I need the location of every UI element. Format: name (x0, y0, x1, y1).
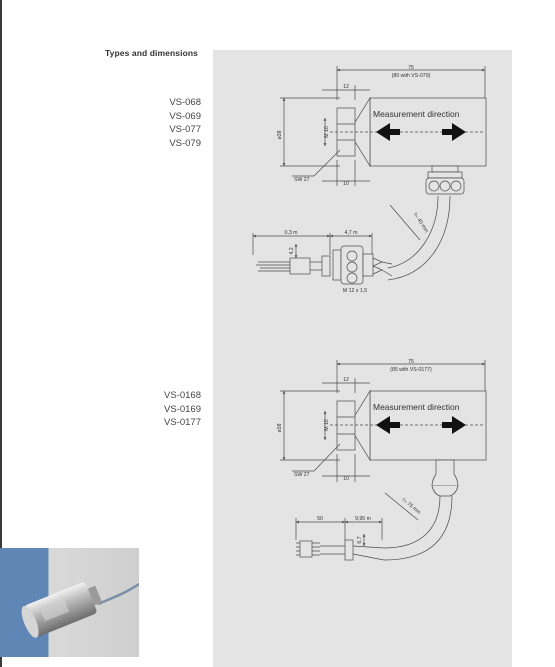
dim-nut: 10 (343, 476, 349, 482)
cable-length-left: 50 (317, 516, 323, 522)
measurement-direction-label: Measurement direction (373, 402, 460, 412)
model-label: VS-0168 (164, 390, 201, 401)
model-label: VS-0177 (164, 417, 201, 428)
measurement-direction-label: Measurement direction (373, 109, 460, 119)
model-label: VS-079 (169, 137, 201, 149)
dim-flange: 12 (343, 84, 349, 90)
connector-thread: M 12 x 1,5 (343, 288, 367, 294)
dim-thread: M 10 (324, 419, 330, 431)
wrench-size: SW 27 (294, 472, 310, 478)
measurement-arrows-bottom (376, 416, 466, 434)
model-list-bottom: VS-0168 VS-0169 VS-0177 (164, 389, 201, 430)
dim-overall-length-note: (80 with VS-079) (392, 73, 431, 79)
model-label: VS-069 (169, 110, 201, 122)
dim-diameter: ø38 (277, 423, 283, 432)
drawing-top (252, 66, 487, 285)
bend-radius: rₘ 75 mm (401, 497, 422, 516)
cable-length-left: 0,3 m (285, 230, 298, 236)
sensor-photo (0, 548, 139, 657)
measurement-arrows-top (376, 123, 466, 141)
dim-small: 4,2 (289, 247, 295, 254)
drawing-bottom (280, 360, 487, 561)
cable-length-right: 9,95 m (355, 516, 371, 522)
dim-diameter: ø38 (277, 130, 283, 139)
model-label: VS-0169 (164, 403, 201, 415)
dim-small: 6,7 (357, 536, 363, 543)
section-title: Types and dimensions (105, 48, 199, 58)
model-label: VS-077 (169, 124, 201, 135)
dim-thread: M 10 (324, 126, 330, 138)
dim-overall-length-note: (85 with VS-0177) (390, 367, 432, 373)
dim-flange: 12 (343, 377, 349, 383)
model-list-top: VS-068 VS-069 VS-077 VS-079 (169, 96, 201, 150)
dim-overall-length: 75 (408, 65, 414, 71)
dim-nut: 10 (343, 181, 349, 187)
wrench-size: SW 27 (294, 177, 310, 183)
page-left-rule (0, 0, 2, 667)
cable-length-right: 4,7 m (345, 230, 358, 236)
model-label: VS-068 (169, 97, 201, 108)
bend-radius: rₘ 40 mm (412, 212, 429, 234)
dim-overall-length: 75 (408, 359, 414, 365)
